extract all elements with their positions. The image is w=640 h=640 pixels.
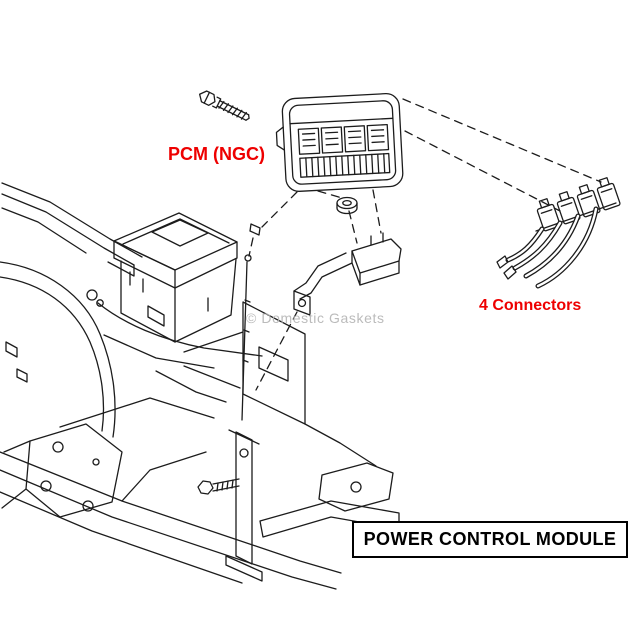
connectors-drawing (496, 177, 621, 289)
engine-bay-drawing (0, 182, 400, 590)
bracket-drawing (293, 232, 402, 316)
watermark-text: © Domestic Gaskets (246, 310, 385, 326)
leader-lines (248, 98, 602, 391)
title-text: POWER CONTROL MODULE (363, 529, 617, 549)
connectors-label: 4 Connectors (479, 297, 582, 314)
nut-drawing (336, 196, 358, 215)
bolt-drawing (198, 90, 250, 121)
pcm-label: PCM (NGC) (168, 144, 265, 164)
title-box: POWER CONTROL MODULE (352, 521, 628, 558)
pcm-module-drawing (275, 92, 404, 192)
